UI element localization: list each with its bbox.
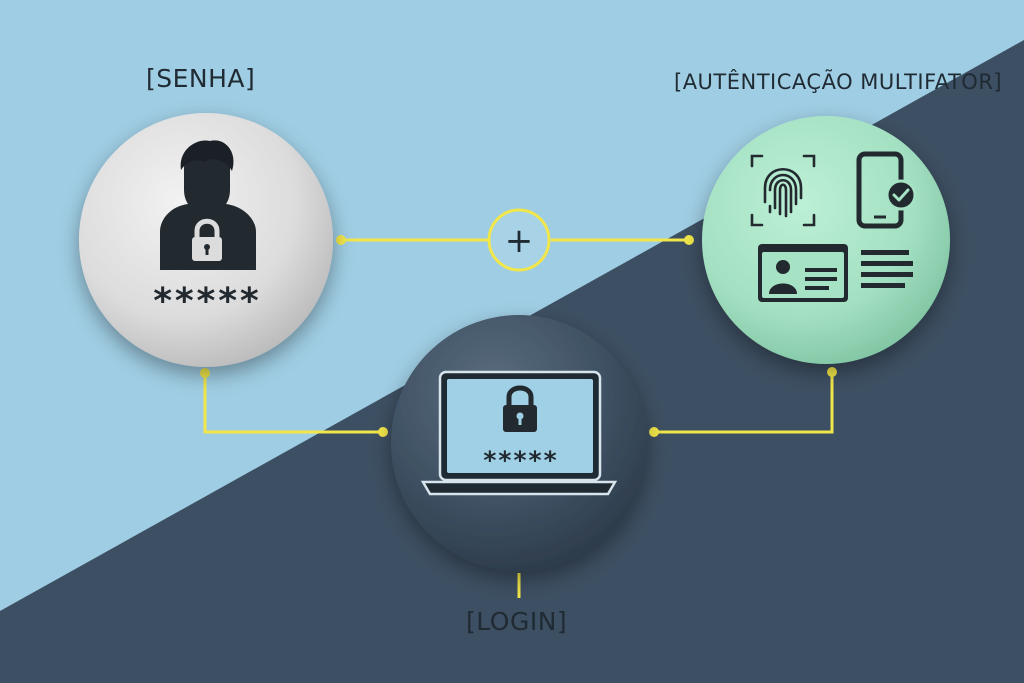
plus-symbol: + bbox=[505, 221, 534, 261]
mfa-node bbox=[702, 116, 950, 364]
plus-node: + bbox=[487, 208, 551, 272]
id-card-icon bbox=[758, 244, 848, 302]
connector-dots bbox=[200, 235, 837, 437]
login-masked-text: ***** bbox=[482, 446, 557, 475]
connector-dot bbox=[684, 235, 694, 245]
connector-dot bbox=[649, 427, 659, 437]
smartphone-check-icon bbox=[856, 151, 917, 229]
connector-dot bbox=[827, 367, 837, 377]
padlock-icon bbox=[192, 218, 222, 261]
password-label: [SENHA] bbox=[146, 64, 256, 93]
connector-dot bbox=[200, 368, 210, 378]
connectors bbox=[203, 238, 834, 598]
connector-password-login bbox=[203, 373, 383, 434]
connector-mfa-login bbox=[654, 372, 834, 434]
text-lines-icon bbox=[861, 250, 913, 288]
padlock-icon bbox=[503, 385, 537, 432]
login-node: ***** bbox=[391, 315, 647, 571]
connector-dot bbox=[336, 235, 346, 245]
fingerprint-icon bbox=[750, 154, 816, 227]
user-icon bbox=[160, 140, 256, 270]
mfa-circle bbox=[702, 116, 950, 364]
connector-dot bbox=[378, 427, 388, 437]
password-node: ***** bbox=[79, 113, 333, 367]
password-masked-text: ***** bbox=[152, 281, 260, 322]
login-label: [LOGIN] bbox=[466, 607, 568, 636]
plus-node-ring bbox=[487, 208, 551, 272]
mfa-label: [AUTÊNTICAÇÃO MULTIFATOR] bbox=[674, 70, 1003, 94]
